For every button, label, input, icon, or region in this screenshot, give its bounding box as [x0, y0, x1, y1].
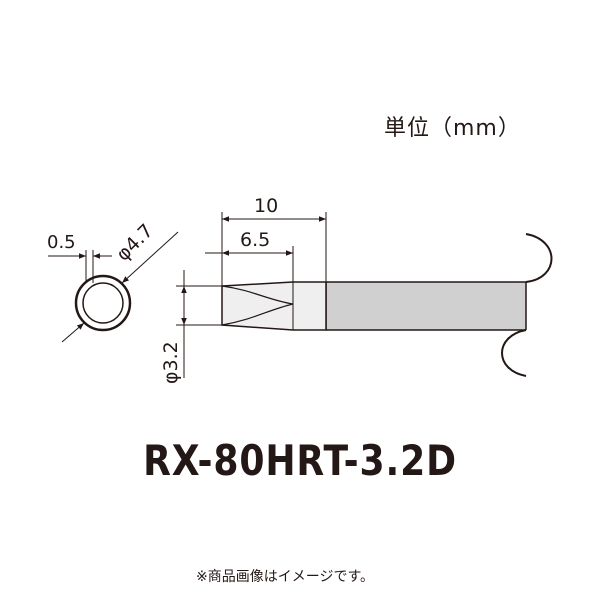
break-curve-top — [525, 233, 553, 283]
diameter-leader-bottom — [61, 322, 85, 343]
wall-thickness-label: 0.5 — [47, 232, 76, 253]
disclaimer-note: ※商品画像はイメージです。 — [196, 569, 375, 585]
side-view: 10 6.5 φ3.2 — [160, 195, 553, 384]
model-name: RX-80HRT-3.2D — [143, 436, 457, 485]
tip-diameter-label: φ3.2 — [160, 341, 182, 384]
break-curve-bottom — [501, 329, 527, 377]
tip-length-label: 6.5 — [240, 229, 270, 251]
unit-label: 単位（mm） — [384, 116, 521, 141]
cross-section-view: 0.5 φ4.7 — [47, 220, 179, 343]
diameter-leader-top — [121, 231, 179, 284]
total-length-label: 10 — [254, 195, 278, 217]
shaft-body — [326, 282, 526, 330]
inner-circle — [82, 282, 124, 324]
outer-diameter-label: φ4.7 — [112, 220, 158, 266]
